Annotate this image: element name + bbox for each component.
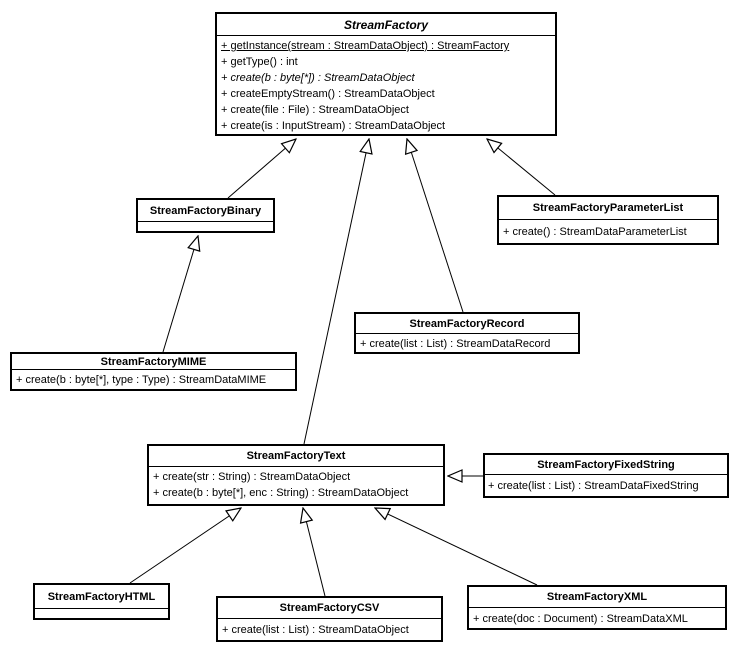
class-title: StreamFactoryHTML	[35, 585, 168, 609]
edge-text-to-factory	[303, 139, 369, 445]
edge-parameterlist-to-factory	[487, 139, 556, 196]
class-streamfactoryfixedstring[interactable]: StreamFactoryFixedString + create(list :…	[483, 453, 729, 498]
method-create: + create() : StreamDataParameterList	[503, 226, 687, 238]
method-create-doc: + create(doc : Document) : StreamDataXML	[473, 613, 688, 625]
methods-compartment: + create(list : List) : StreamDataObject	[218, 619, 441, 638]
class-streamfactoryxml[interactable]: StreamFactoryXML + create(doc : Document…	[467, 585, 727, 630]
methods-compartment: + create(list : List) : StreamDataRecord	[356, 334, 578, 352]
methods-compartment: + create(str : String) : StreamDataObjec…	[149, 467, 443, 501]
method-create-list: + create(list : List) : StreamDataFixedS…	[488, 480, 699, 492]
class-title: StreamFactoryCSV	[218, 598, 441, 619]
class-streamfactoryrecord[interactable]: StreamFactoryRecord + create(list : List…	[354, 312, 580, 354]
class-streamfactorybinary[interactable]: StreamFactoryBinary	[136, 198, 275, 233]
edge-binary-to-factory	[227, 139, 296, 199]
class-title: StreamFactoryMIME	[12, 354, 295, 370]
method-getinstance: + getInstance(stream : StreamDataObject)…	[221, 40, 510, 52]
edge-mime-to-binary	[162, 236, 198, 353]
class-title: StreamFactoryText	[149, 446, 443, 467]
method-gettype: + getType() : int	[221, 56, 298, 68]
method-create-bytes: + create(b : byte[*]) : StreamDataObject	[221, 72, 415, 84]
class-streamfactory[interactable]: StreamFactory + getInstance(stream : Str…	[215, 12, 557, 136]
methods-compartment: + getInstance(stream : StreamDataObject)…	[217, 36, 555, 134]
class-streamfactorycsv[interactable]: StreamFactoryCSV + create(list : List) :…	[216, 596, 443, 642]
class-streamfactorymime[interactable]: StreamFactoryMIME + create(b : byte[*], …	[10, 352, 297, 391]
methods-compartment: + create() : StreamDataParameterList	[499, 220, 717, 240]
class-title: StreamFactoryXML	[469, 587, 725, 608]
class-title: StreamFactory	[217, 14, 555, 36]
method-create-list: + create(list : List) : StreamDataRecord	[360, 338, 551, 350]
methods-compartment: + create(list : List) : StreamDataFixedS…	[485, 475, 727, 494]
edge-xml-to-text	[375, 508, 538, 586]
method-create-bytes-type: + create(b : byte[*], type : Type) : Str…	[16, 374, 267, 386]
edge-html-to-text	[129, 508, 241, 584]
methods-compartment: + create(b : byte[*], type : Type) : Str…	[12, 370, 295, 388]
methods-compartment: + create(doc : Document) : StreamDataXML	[469, 608, 725, 627]
methods-compartment-empty	[35, 609, 168, 618]
class-title: StreamFactoryFixedString	[485, 455, 727, 475]
class-streamfactorytext[interactable]: StreamFactoryText + create(str : String)…	[147, 444, 445, 506]
edge-record-to-factory	[407, 139, 464, 313]
class-title: StreamFactoryBinary	[138, 200, 273, 222]
method-create-bytes-enc: + create(b : byte[*], enc : String) : St…	[153, 487, 409, 499]
class-title: StreamFactoryParameterList	[499, 197, 717, 220]
methods-compartment-empty	[138, 222, 273, 231]
class-title: StreamFactoryRecord	[356, 314, 578, 334]
edge-csv-to-text	[303, 508, 326, 597]
method-create-list: + create(list : List) : StreamDataObject	[222, 624, 409, 636]
method-create-file: + create(file : File) : StreamDataObject	[221, 104, 409, 116]
method-create-inputstream: + create(is : InputStream) : StreamDataO…	[221, 120, 446, 132]
method-create-string: + create(str : String) : StreamDataObjec…	[153, 471, 351, 483]
class-streamfactoryparameterlist[interactable]: StreamFactoryParameterList + create() : …	[497, 195, 719, 245]
class-streamfactoryhtml[interactable]: StreamFactoryHTML	[33, 583, 170, 620]
method-createemptystream: + createEmptyStream() : StreamDataObject	[221, 88, 435, 100]
